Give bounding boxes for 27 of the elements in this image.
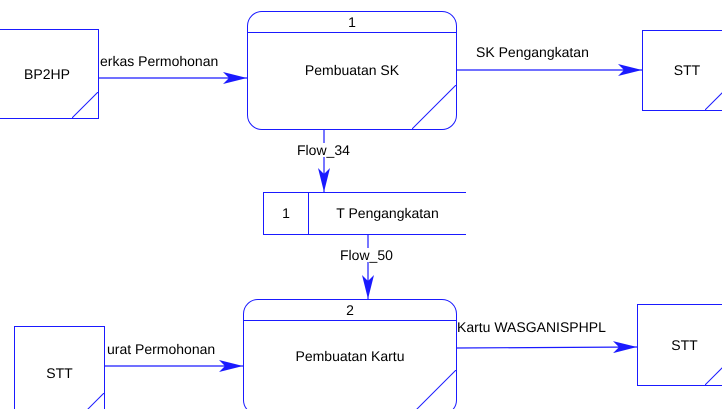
flow-arrow (99, 72, 247, 84)
edge-label: erkas Permohonan (99, 54, 220, 68)
process-box (243, 299, 457, 409)
entity-name: STT (46, 364, 73, 382)
edge-label: Flow_34 (296, 143, 351, 157)
edge-label: urat Permohonan (106, 342, 216, 356)
flow-arrow (105, 360, 243, 372)
process-name: Pembuatan SK (304, 60, 400, 80)
external-entity-box (14, 326, 105, 409)
data-store (263, 192, 466, 235)
store-number: 1 (282, 204, 290, 223)
process-name: Pembuatan Kartu (296, 347, 404, 366)
process-number: 2 (346, 300, 354, 320)
edge-label: SK Pengangkatan (475, 45, 590, 59)
store-name: T Pengangkatan (336, 204, 439, 223)
process-box (247, 11, 457, 130)
external-entity-box (0, 29, 99, 119)
edge-label: Kartu WASGANISPHPL (456, 320, 607, 334)
entity-name: BP2HP (24, 64, 70, 84)
entity-name: STT (674, 61, 700, 80)
external-entity-box (642, 30, 722, 111)
entity-name: STT (671, 336, 698, 354)
flow-arrow (457, 64, 642, 76)
external-entity-box (637, 304, 722, 386)
edge-label: Flow_50 (339, 248, 394, 262)
process-number: 1 (348, 12, 356, 32)
flow-arrow (457, 341, 637, 354)
